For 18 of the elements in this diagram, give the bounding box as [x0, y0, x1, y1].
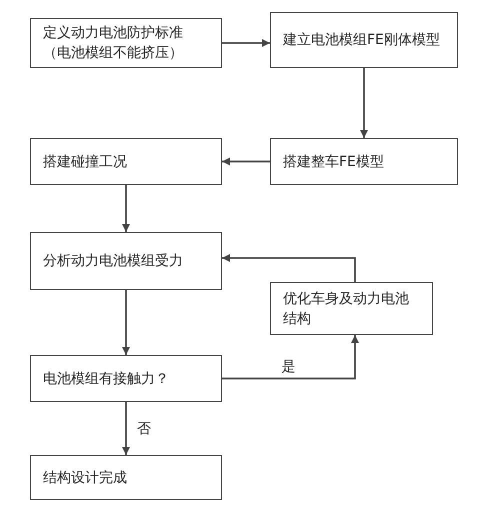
arrow [222, 335, 359, 380]
arrow [222, 39, 270, 47]
edge-label: 是 [280, 358, 296, 374]
edge-label: 否 [136, 420, 152, 436]
process-box: 建立电池模组FE刚体模型 [270, 12, 458, 68]
process-box: 搭建碰撞工况 [30, 138, 222, 185]
arrow [222, 254, 356, 282]
process-box: 优化车身及动力电池结构 [270, 282, 433, 335]
process-box: 定义动力电池防护标准（电池模组不能挤压） [30, 18, 222, 68]
process-box: 搭建整车FE模型 [270, 138, 458, 185]
process-box: 电池模组有接触力？ [30, 355, 222, 402]
arrow [360, 68, 368, 138]
arrow [122, 290, 130, 355]
arrow [222, 158, 270, 166]
arrow [122, 402, 130, 455]
arrow [122, 185, 130, 232]
process-box: 分析动力电池模组受力 [30, 232, 222, 290]
process-box: 结构设计完成 [30, 455, 222, 500]
